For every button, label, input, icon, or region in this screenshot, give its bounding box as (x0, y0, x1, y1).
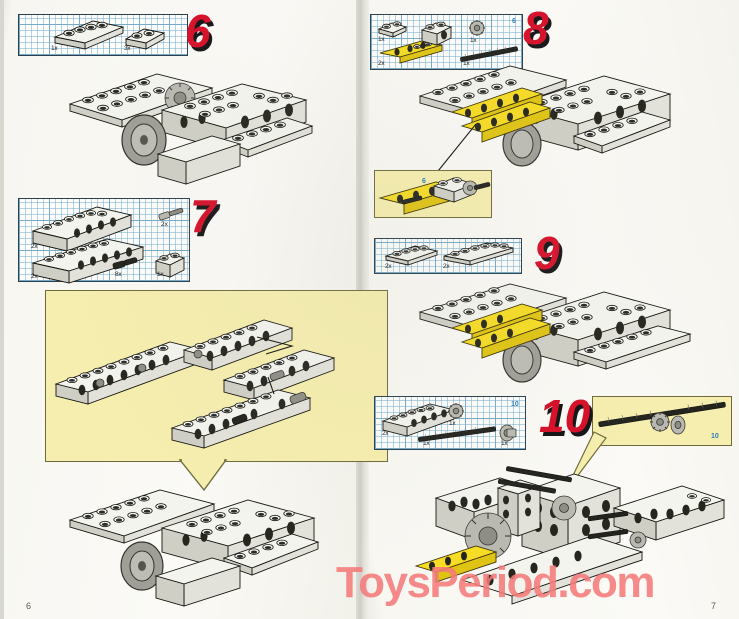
wheel-icon (502, 121, 542, 167)
part-technic-brick-1x8-white (31, 206, 133, 252)
part-technic-brick-1x2-white (154, 252, 186, 278)
part-qty: 2x (31, 273, 38, 280)
axle-length-label: 6 (512, 18, 516, 25)
part-qty: 2x (378, 60, 385, 67)
pin-black (231, 413, 248, 425)
callout-axle-label-step-10: 10 (711, 433, 719, 440)
page-number-left: 6 (26, 601, 32, 611)
part-plate-1x4-white (384, 245, 439, 266)
part-bushing-gray (499, 424, 517, 442)
assembly-step-6 (68, 73, 314, 185)
part-technic-brick-1x2-white (420, 21, 453, 46)
part-technic-pin-black (112, 257, 138, 270)
part-axle-pin-gray (158, 207, 184, 221)
step-number-9: 9 (534, 227, 560, 279)
parts-box-step-6: 1x 3x (18, 14, 188, 56)
part-gear-8-tooth-gray (469, 20, 485, 36)
step-number-6: 6 (185, 5, 211, 57)
part-plate-1x6-white (443, 242, 514, 266)
part-qty: 1x (157, 271, 164, 278)
part-qty: 2x (382, 430, 389, 437)
part-qty: 1x (378, 36, 385, 43)
part-qty: 1x (501, 440, 508, 447)
part-qty: 1x (470, 37, 477, 44)
parts-box-step-7: 2x 2x (18, 198, 190, 284)
gear-gray (462, 180, 478, 196)
part-qty: 2x (31, 243, 38, 250)
part-axle-6-black (460, 46, 518, 62)
parts-box-step-8: 1x 2x 1x (370, 14, 523, 70)
part-qty: 3x (124, 45, 131, 52)
part-qty: 1x (421, 42, 428, 49)
part-axle-10-black (417, 426, 497, 442)
part-liftarm-yellow (379, 40, 443, 64)
part-plate-1x4-white (53, 20, 125, 50)
page-number-right: 7 (711, 601, 717, 611)
axle-length-label: 10 (511, 401, 519, 408)
callout-axle-label-step-8: 6 (422, 178, 426, 185)
pin-gray (269, 370, 285, 381)
watermark: ToysPeriod.com (336, 558, 656, 607)
part-qty: 1x (423, 440, 430, 447)
callout-step-8-content (378, 177, 491, 215)
part-qty: 1x (449, 420, 456, 427)
parts-box-step-10: 2x 1x 1x 10 1x (374, 396, 526, 450)
parts-box-step-9: 2x 2x (374, 238, 522, 274)
wheel-icon (121, 114, 167, 166)
assembly-step-8 (418, 65, 672, 177)
liftarm-yellow-lower (414, 545, 498, 583)
propeller-axle (497, 466, 572, 494)
part-qty: 8x (115, 271, 122, 278)
part-qty: 2x (385, 263, 392, 270)
wheel-icon (120, 541, 164, 591)
part-plate-1x2-white (124, 28, 166, 50)
left-page-edge (0, 0, 4, 619)
part-technic-brick-1x6-white (381, 403, 456, 437)
callout-step-7-content (54, 319, 336, 449)
part-gear-8-tooth-gray (448, 403, 464, 419)
gear-gray (650, 412, 670, 432)
part-qty: 1x (51, 45, 58, 52)
step-number-7: 7 (190, 190, 216, 242)
part-qty: 2x (161, 221, 168, 228)
callout-step-10-content (598, 400, 726, 435)
assembly-step-7 (68, 489, 320, 607)
assembly-step-9 (418, 283, 692, 383)
wheel-icon (502, 337, 542, 383)
pin-gray (289, 391, 307, 405)
part-technic-brick-1x10-white (31, 238, 145, 284)
liftarm-yellow-lower (460, 101, 552, 143)
liftarm-yellow-lower (460, 317, 552, 359)
step-number-10: 10 (539, 390, 591, 442)
gear-small-icon (551, 495, 577, 521)
bushing-gray (670, 415, 686, 435)
part-plate-1x2-white (377, 21, 408, 38)
part-qty: 2x (443, 263, 450, 270)
callout-step-7-tail (178, 458, 228, 492)
step-number-8: 8 (523, 2, 549, 54)
assembly-step-10 (414, 466, 726, 605)
part-qty: 1x (463, 60, 470, 67)
